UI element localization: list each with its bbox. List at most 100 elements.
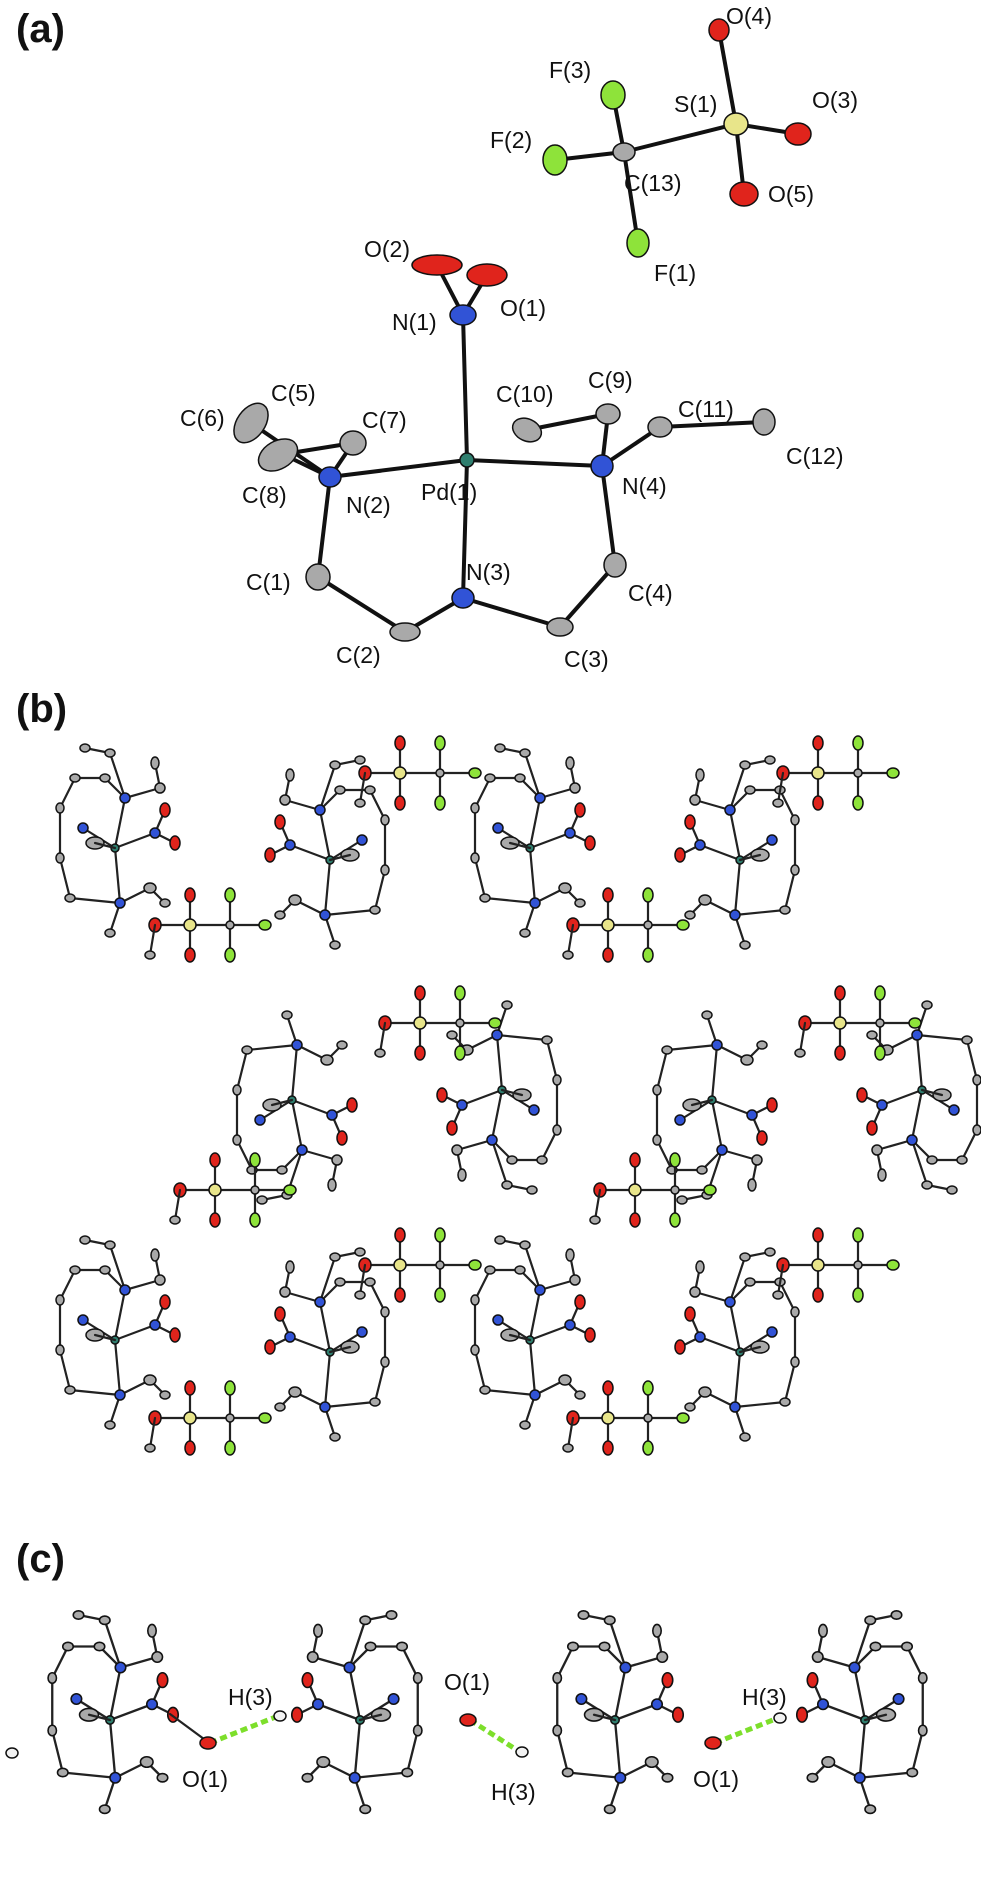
packed-cation (469, 742, 597, 939)
label-f3: F(3) (549, 57, 591, 83)
atom-n3 (451, 587, 475, 609)
packed-triflate (793, 984, 923, 1062)
bond-s1-o4 (717, 28, 738, 126)
atom-c10 (511, 417, 543, 443)
label-h3: H(3) (491, 1779, 536, 1805)
bond-c13-f1 (622, 150, 640, 245)
label-h3: H(3) (742, 1684, 787, 1710)
atom-f1 (626, 228, 650, 258)
label-c2: C(2) (336, 642, 381, 668)
label-c1: C(1) (246, 569, 291, 595)
packed-triflate (373, 984, 503, 1062)
atom-c4 (603, 552, 627, 578)
packed-cation (263, 754, 391, 951)
packed-cation (469, 1234, 597, 1431)
packed-cation (231, 1009, 359, 1206)
label-c13: C(13) (624, 170, 682, 196)
atom-n1 (449, 304, 477, 326)
label-c8: C(8) (242, 482, 287, 508)
label-c11: C(11) (678, 396, 734, 422)
atom-c8 (257, 438, 299, 472)
label-o1: O(1) (500, 295, 546, 321)
atom-o1-chain (704, 1736, 722, 1750)
label-s1: S(1) (674, 91, 717, 117)
atom-s1 (723, 112, 749, 136)
label-n3: N(3) (466, 559, 511, 585)
atom-o4 (708, 18, 730, 42)
panel-c-label: (c) (16, 1537, 65, 1581)
bond-n1-pd1 (461, 313, 469, 462)
atom-f3 (600, 80, 626, 110)
label-o1: O(1) (444, 1669, 490, 1695)
label-o1: O(1) (182, 1766, 228, 1792)
atom-n4 (590, 454, 614, 478)
panel-a-molecule (233, 18, 812, 642)
label-c5: C(5) (271, 380, 316, 406)
bond-n2-c1 (316, 475, 332, 579)
atom-c2 (389, 622, 421, 642)
atom-c7 (339, 430, 367, 456)
label-o4: O(4) (726, 3, 772, 29)
chain-cation (795, 1609, 929, 1815)
chain-cation (551, 1609, 685, 1815)
packed-cation (54, 1234, 182, 1431)
packed-triflate (771, 734, 901, 812)
atom-n2 (318, 466, 342, 488)
atom-h3-chain (773, 1712, 787, 1724)
atom-f2 (542, 144, 568, 176)
bond-s1-c13 (622, 122, 738, 154)
packed-triflate (588, 1151, 718, 1229)
atom-o1-chain (199, 1736, 217, 1750)
atom-o5 (729, 181, 759, 207)
bond-n3-c3 (461, 596, 562, 629)
atom-h3-chain (273, 1710, 287, 1722)
label-o5: O(5) (768, 181, 814, 207)
label-c10: C(10) (496, 381, 554, 407)
label-c6: C(6) (180, 405, 225, 431)
bond-c11-c12 (658, 420, 766, 429)
atom-c3 (546, 617, 574, 637)
atom-c9 (595, 403, 621, 425)
label-o3: O(3) (812, 87, 858, 113)
chain-cation (46, 1609, 180, 1815)
atom-o1 (466, 263, 508, 287)
bond-pd1-n3 (461, 458, 469, 600)
packed-cation (651, 1009, 779, 1206)
hydrogen-bond (714, 1715, 779, 1746)
panel-b-packing (54, 734, 981, 1457)
label-c7: C(7) (362, 407, 407, 433)
panel-c-atom-labels: H(3) O(1) O(1) H(3) H(3) O(1) (182, 1669, 787, 1805)
atom-c13 (612, 142, 636, 162)
packed-triflate (771, 1226, 901, 1304)
panel-b-label: (b) (16, 687, 67, 731)
atom-h-terminal (5, 1747, 19, 1759)
label-c4: C(4) (628, 580, 673, 606)
atom-h3-chain (515, 1746, 529, 1758)
bond-c1-c2 (316, 575, 407, 634)
label-f1: F(1) (654, 260, 696, 286)
bond-c4-n4 (600, 464, 617, 567)
label-n2: N(2) (346, 492, 391, 518)
label-n1: N(1) (392, 309, 437, 335)
hydrogen-bond (209, 1713, 279, 1746)
label-o1: O(1) (693, 1766, 739, 1792)
atom-c12 (752, 408, 776, 436)
packed-triflate (168, 1151, 298, 1229)
panel-a-atom-labels: O(4) O(3) O(5) F(3) S(1) F(2) C(13) F(1)… (180, 3, 858, 672)
label-o2: O(2) (364, 236, 410, 262)
label-c12: C(12) (786, 443, 844, 469)
label-c3: C(3) (564, 646, 609, 672)
hydrogen-bond (468, 1717, 522, 1755)
label-h3: H(3) (228, 1684, 273, 1710)
label-c9: C(9) (588, 367, 633, 393)
bond-pd1-n4 (465, 458, 604, 468)
packed-cation (435, 999, 563, 1196)
chain-cation (290, 1609, 424, 1815)
atom-o3 (784, 122, 812, 146)
atom-c11 (647, 416, 673, 438)
atom-c6 (233, 402, 269, 444)
atom-o1-chain (459, 1713, 477, 1727)
atom-pd1 (459, 452, 475, 468)
packed-cation (855, 999, 981, 1196)
